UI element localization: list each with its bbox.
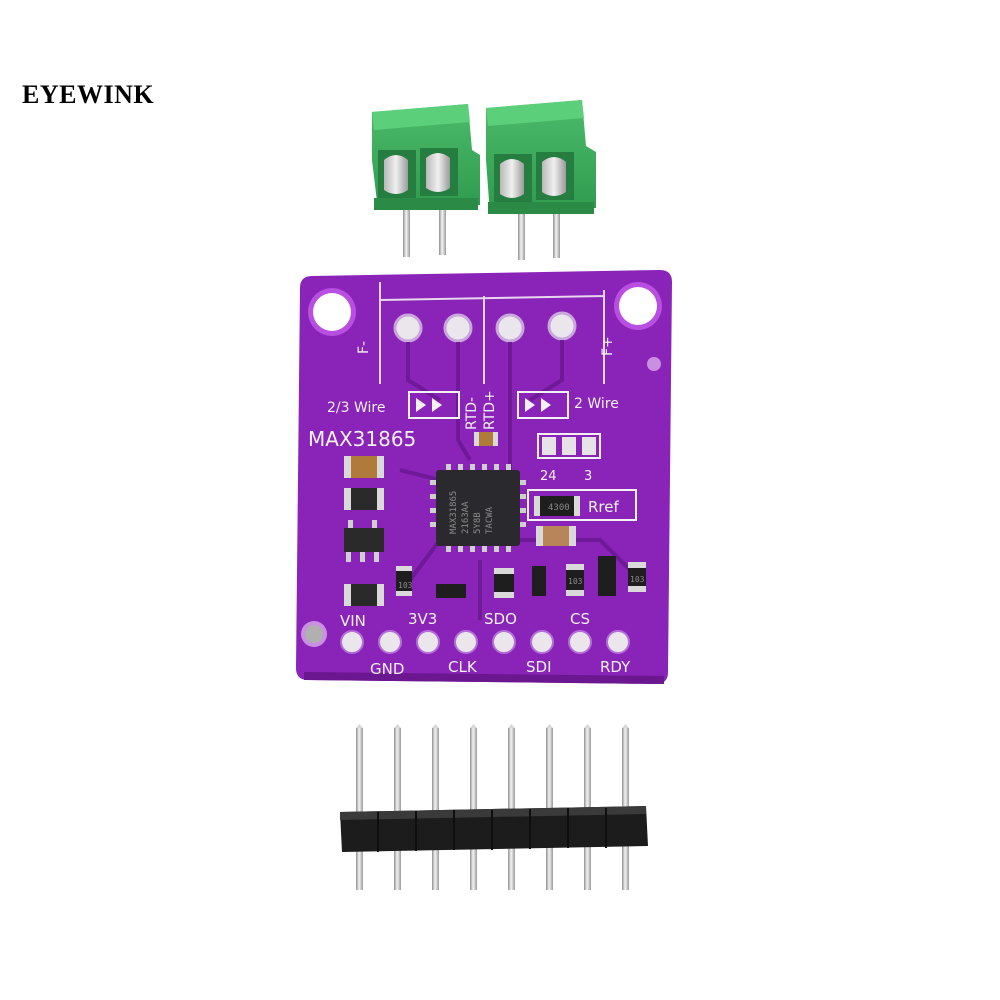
label-f-plus: F+ <box>600 336 616 356</box>
pin-header <box>340 724 648 890</box>
chip-marking-2: 2163AA <box>461 501 471 534</box>
pin-label-gnd: GND <box>370 660 404 678</box>
resistor-code-r4: 103 <box>568 577 583 586</box>
pin-label-sdo: SDO <box>484 610 517 628</box>
terminal-block-right <box>486 100 596 260</box>
label-jumper-3: 3 <box>584 469 592 484</box>
terminal-block-left <box>372 104 480 257</box>
chip-marking-4: TACWA <box>485 506 495 534</box>
label-rtd-plus: RTD+ <box>482 390 498 430</box>
label-jumper-24: 24 <box>540 469 557 484</box>
board-title: MAX31865 <box>308 427 416 451</box>
label-f-minus: F- <box>356 341 372 354</box>
pin-label-cs: CS <box>570 610 590 628</box>
label-two-wire: 2 Wire <box>574 396 619 412</box>
rref-code: 4300 <box>548 503 570 513</box>
max31865-chip <box>436 470 520 546</box>
chip-marking-3: 5Y8B <box>473 512 483 534</box>
label-rtd-minus: RTD- <box>464 397 480 430</box>
chip-marking-1: MAX31865 <box>449 491 459 534</box>
pin-label-clk: CLK <box>448 658 478 676</box>
brand-watermark: EYEWINK <box>22 80 155 109</box>
label-rref: Rref <box>588 498 619 516</box>
pin-label-3v3: 3V3 <box>408 610 437 628</box>
label-two-three-wire: 2/3 Wire <box>327 400 385 416</box>
pin-label-rdy: RDY <box>600 658 631 676</box>
max31865-board: F- F+ 2/3 Wire 2 Wire RTD- RTD+ MAX31865… <box>296 270 672 684</box>
pin-label-vin: VIN <box>340 612 366 630</box>
resistor-code-r5: 103 <box>630 575 645 584</box>
resistor-code-r3: 103 <box>398 581 413 590</box>
pin-label-sdi: SDI <box>526 658 552 676</box>
